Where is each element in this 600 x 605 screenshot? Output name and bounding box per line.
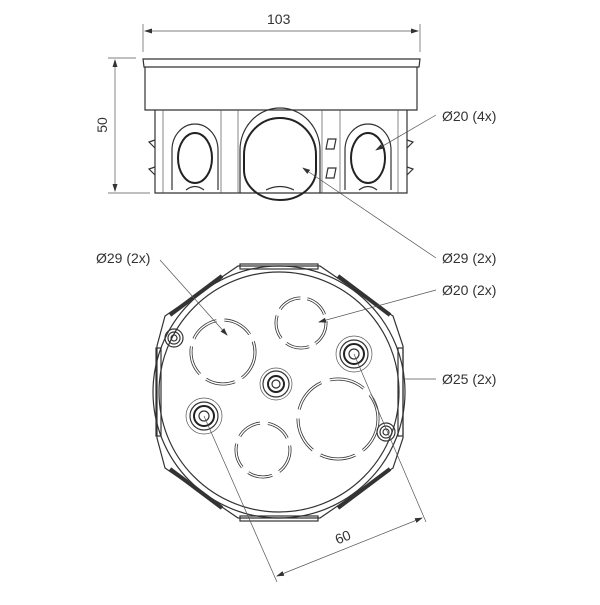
- height-dimension-label: 50: [93, 117, 110, 133]
- corner-boss-right: [376, 422, 396, 442]
- side-callout-d20: Ø20 (4x): [442, 108, 497, 124]
- top-callout-d25: Ø25 (2x): [442, 371, 497, 387]
- top-callout-d29: Ø29 (2x): [96, 250, 151, 266]
- corner-boss-left: [164, 328, 184, 348]
- side-view: [108, 24, 437, 259]
- top-view: [152, 259, 437, 583]
- screw-boss-left: [185, 397, 223, 435]
- width-dimension-label: 103: [267, 11, 291, 27]
- screw-boss-right: [335, 335, 373, 373]
- top-callout-d20: Ø20 (2x): [442, 282, 497, 298]
- center-boss: [259, 367, 293, 401]
- side-callout-d29: Ø29 (2x): [442, 250, 497, 266]
